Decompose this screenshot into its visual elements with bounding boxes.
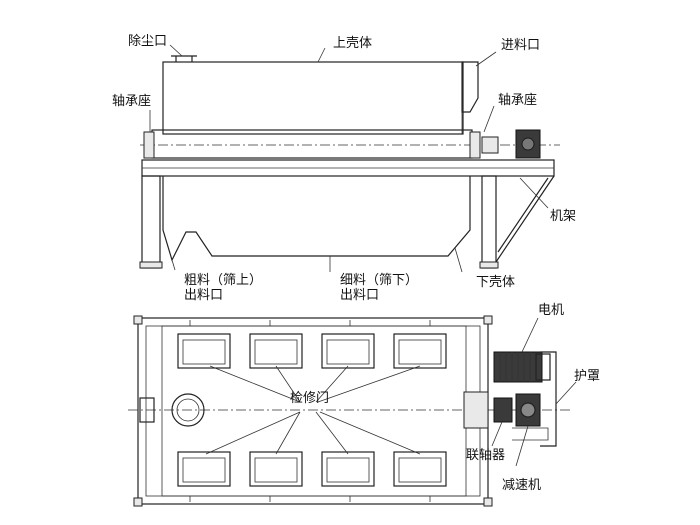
label-coarse-2: 出料口 (184, 288, 223, 303)
side-leaders (149, 44, 549, 273)
label-reducer: 减速机 (502, 478, 541, 493)
lower-shell (162, 176, 471, 262)
label-bearing-seat-right: 轴承座 (498, 93, 537, 108)
label-fine-2: 出料口 (340, 288, 379, 303)
plan-frame-outer (137, 317, 489, 505)
feed-inlet (461, 61, 479, 113)
label-feed-inlet: 进料口 (501, 38, 540, 53)
label-fine-1: 细料（筛下） (340, 273, 418, 288)
feed-opening (171, 393, 205, 427)
bearing-seat-left (143, 131, 155, 159)
dust-outlet (171, 55, 197, 62)
label-guard: 护罩 (574, 369, 600, 384)
label-frame: 机架 (550, 209, 576, 224)
label-motor: 电机 (538, 303, 564, 318)
inspection-doors-bottom (177, 451, 447, 487)
guard (540, 351, 557, 447)
plan-coupling (493, 397, 513, 423)
upper-shell (162, 61, 464, 135)
label-upper-shell: 上壳体 (333, 36, 372, 51)
bearing-seat-right (469, 131, 481, 159)
label-coarse-1: 粗料（筛上） (184, 273, 262, 288)
plan-leaders (491, 317, 577, 467)
inspection-doors-top (177, 333, 447, 369)
plan-view (128, 315, 570, 507)
label-dust-outlet: 除尘口 (128, 34, 167, 49)
label-inspection-door: 检修门 (290, 391, 329, 406)
label-bearing-seat-left: 轴承座 (112, 94, 151, 109)
side-view (139, 55, 560, 272)
label-lower-shell: 下壳体 (476, 275, 515, 290)
label-coupling: 联轴器 (466, 448, 505, 463)
door-leaders (205, 365, 421, 455)
